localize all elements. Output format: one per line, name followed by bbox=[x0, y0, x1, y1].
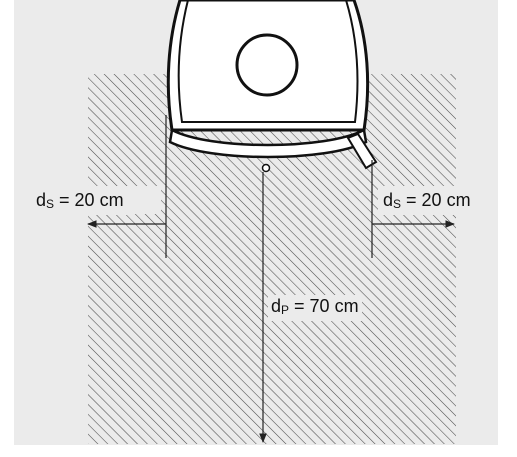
front-label-value: = 70 cm bbox=[289, 296, 359, 316]
left-side-clearance-label: dS = 20 cm bbox=[33, 189, 127, 215]
right-label-subscript: S bbox=[393, 197, 402, 211]
device-outline bbox=[166, 0, 378, 173]
left-label-value: = 20 cm bbox=[54, 190, 124, 210]
left-label-prefix: d bbox=[36, 190, 47, 210]
reference-point bbox=[261, 163, 271, 173]
left-label-subscript: S bbox=[46, 197, 55, 211]
clearance-area bbox=[88, 74, 456, 444]
right-label-value: = 20 cm bbox=[401, 190, 471, 210]
right-side-clearance-label: dS = 20 cm bbox=[380, 189, 474, 215]
device-window bbox=[235, 33, 299, 97]
front-clearance-label: dP = 70 cm bbox=[268, 295, 362, 321]
right-label-prefix: d bbox=[383, 190, 394, 210]
front-label-subscript: P bbox=[281, 303, 290, 317]
front-label-prefix: d bbox=[271, 296, 282, 316]
